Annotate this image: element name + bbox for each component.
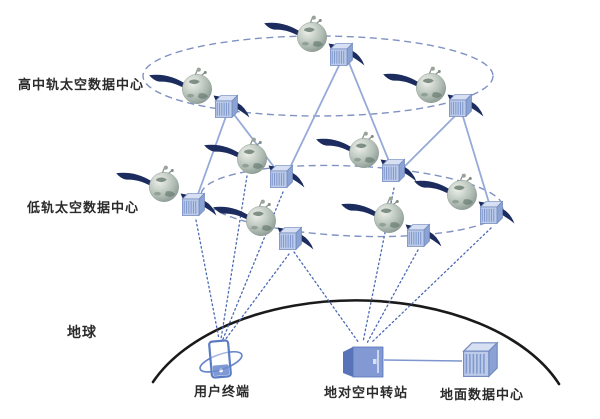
ground-datacenter-icon	[462, 342, 498, 378]
high-orbit-satellites	[149, 16, 483, 118]
satellite-datacenter-icon	[204, 138, 304, 188]
ground-links	[195, 175, 492, 344]
low-orbit-satellites	[116, 132, 514, 250]
ground-relay-label: 地对空中转站	[323, 385, 408, 400]
satellite-datacenter-icon	[414, 174, 514, 224]
satellite-datacenter-icon	[213, 200, 313, 250]
ground-datacenter-label: 地面数据中心	[439, 387, 524, 402]
satellite-datacenter-icon	[383, 67, 483, 117]
satellite-datacenter-icon	[149, 68, 249, 118]
ground-relay-icon	[343, 346, 384, 378]
earth-label: 地球	[67, 324, 97, 340]
low-orbit-label: 低轨太空数据中心	[27, 200, 140, 215]
earth-arc	[151, 299, 561, 386]
user-terminal-icon	[199, 339, 243, 379]
user-terminal-label: 用户终端	[193, 384, 250, 399]
satellite-datacenter-icon	[264, 16, 364, 66]
high-orbit-label: 高中轨太空数据中心	[18, 77, 145, 92]
satellite-datacenter-icon	[316, 132, 416, 182]
low-orbit-ring	[200, 164, 504, 238]
relay-datacenter-link	[383, 359, 463, 362]
satellite-datacenter-icon	[341, 197, 441, 247]
